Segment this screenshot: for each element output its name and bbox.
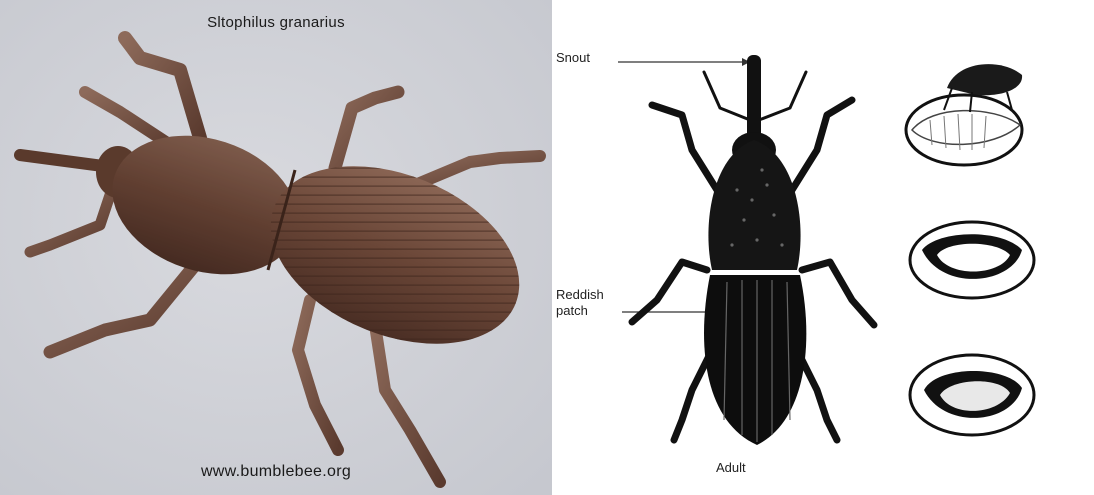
weevil-drawing-panel: Snout Reddish patch Adult (552, 0, 1094, 495)
adult-label: Adult (716, 460, 746, 476)
reddish-patch-label: Reddish patch (556, 287, 616, 319)
weevil-photo (0, 0, 552, 495)
adult-weevil-drawing (632, 55, 874, 445)
reddish-label-line2: patch (556, 303, 588, 318)
weevil-illustration (552, 0, 1094, 495)
reddish-label-line1: Reddish (556, 287, 604, 302)
website-caption: www.bumblebee.org (0, 463, 552, 481)
grain-tunnel-2 (910, 355, 1034, 435)
grain-tunnel-1 (910, 222, 1034, 298)
species-caption: Sltophilus granarius (0, 14, 552, 31)
weevil-photo-panel: Sltophilus granarius www.bumblebee.org (0, 0, 552, 495)
snout-label: Snout (556, 50, 590, 66)
grain-with-weevil (906, 64, 1022, 165)
